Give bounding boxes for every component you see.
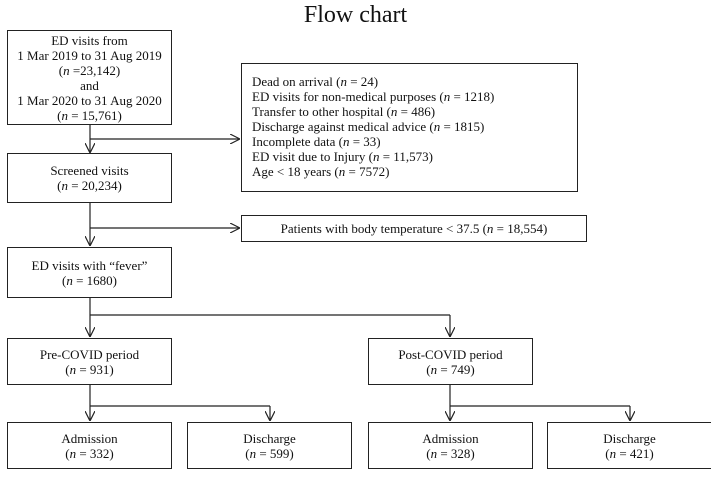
box-post-admission: Admission (n = 328) [368, 422, 533, 469]
exclusion-item: ED visits for non-medical purposes (n = … [252, 89, 495, 104]
pre-admission-count: (n = 332) [65, 445, 114, 461]
ed-visits-line: 1 Mar 2020 to 31 Aug 2020 [17, 92, 162, 108]
pre-discharge-count: (n = 599) [245, 445, 294, 461]
exclusion-item: Discharge against medical advice (n = 18… [252, 119, 485, 134]
exclusion-item: Incomplete data (n = 33) [252, 134, 381, 149]
box-pre-admission: Admission (n = 332) [7, 422, 172, 469]
ed-visits-line: and [80, 77, 99, 93]
post-discharge-label: Discharge [603, 430, 656, 446]
box-post-covid: Post-COVID period (n = 749) [368, 338, 533, 385]
exclusion-item: Dead on arrival (n = 24) [252, 74, 379, 89]
box-ed-visits: ED visits from 1 Mar 2019 to 31 Aug 2019… [7, 30, 172, 125]
fever-count: (n = 1680) [61, 272, 117, 288]
box-exclusions: Dead on arrival (n = 24) ED visits for n… [241, 63, 578, 192]
screened-label: Screened visits [50, 163, 129, 178]
screened-count: (n = 20,234) [57, 178, 122, 193]
pre-admission-label: Admission [61, 430, 118, 446]
temperature-exclusion-text: Patients with body temperature < 37.5 (n… [280, 221, 548, 236]
exclusion-item: Transfer to other hospital (n = 486) [252, 104, 436, 119]
box-pre-covid: Pre-COVID period (n = 931) [7, 338, 172, 385]
ed-visits-line: ED visits from [51, 32, 128, 48]
ed-visits-count: (n =23,142) [58, 62, 121, 78]
post-discharge-count: (n = 421) [605, 445, 654, 461]
ed-visits-count: (n = 15,761) [57, 107, 122, 123]
post-covid-label: Post-COVID period [398, 346, 503, 362]
exclusion-item: ED visit due to Injury (n = 11,573) [252, 149, 433, 164]
ed-visits-line: 1 Mar 2019 to 31 Aug 2019 [17, 47, 162, 63]
pre-covid-count: (n = 931) [65, 361, 114, 377]
box-fever-visits: ED visits with “fever” (n = 1680) [7, 247, 172, 298]
pre-discharge-label: Discharge [243, 430, 296, 446]
exclusion-item: Age < 18 years (n = 7572) [252, 164, 390, 179]
box-screened-visits: Screened visits (n = 20,234) [7, 153, 172, 203]
post-admission-count: (n = 328) [426, 445, 475, 461]
post-covid-count: (n = 749) [426, 361, 475, 377]
post-admission-label: Admission [422, 430, 479, 446]
box-pre-discharge: Discharge (n = 599) [187, 422, 352, 469]
box-temperature-exclusion: Patients with body temperature < 37.5 (n… [241, 215, 587, 242]
fever-label: ED visits with “fever” [31, 257, 148, 273]
box-post-discharge: Discharge (n = 421) [547, 422, 711, 469]
diagram-title: Flow chart [303, 2, 408, 28]
pre-covid-label: Pre-COVID period [39, 346, 140, 362]
